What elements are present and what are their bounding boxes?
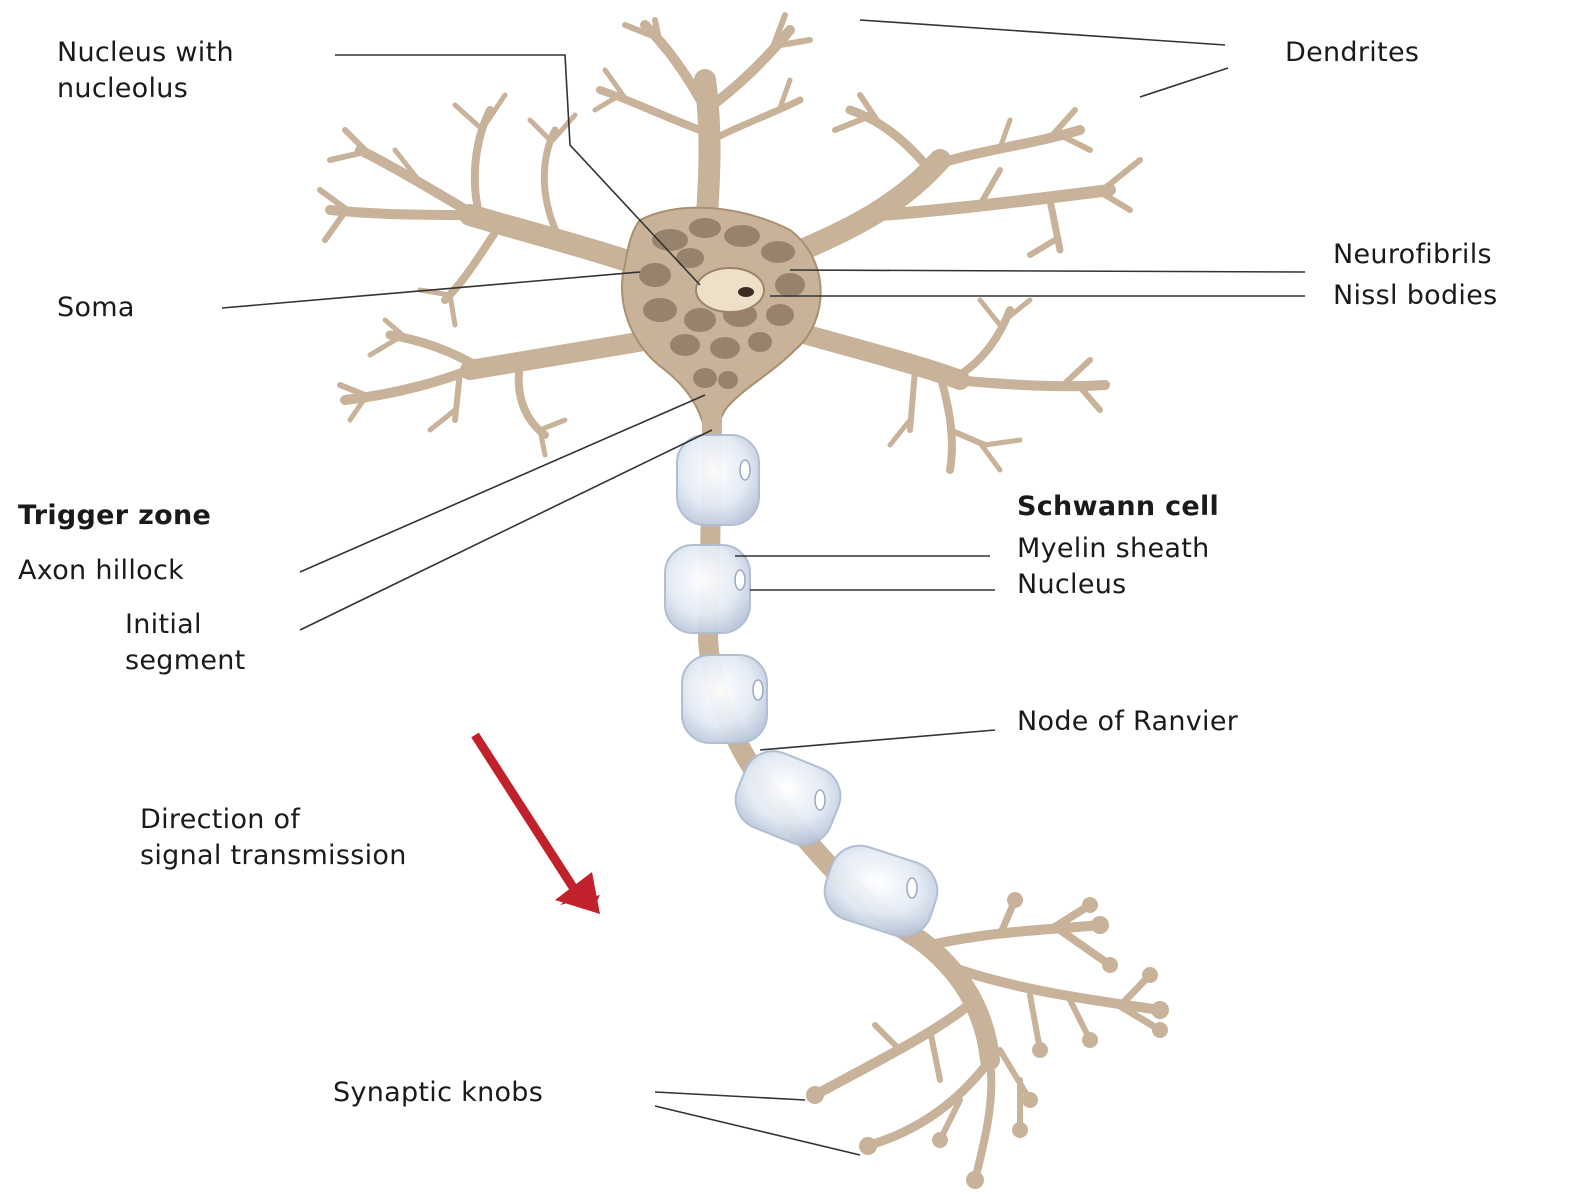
leader-node-of-ranvier xyxy=(760,730,995,750)
label-direction-of-signal: Direction of signal transmission xyxy=(140,802,407,874)
label-nissl-bodies: Nissl bodies xyxy=(1333,278,1498,314)
leader-synaptic-2 xyxy=(655,1106,860,1155)
nucleus-with-nucleolus xyxy=(696,268,764,312)
label-nucleus-line-2: nucleolus xyxy=(57,71,234,107)
label-initial-segment: Initial segment xyxy=(125,607,246,679)
label-myelin-sheath: Myelin sheath xyxy=(1017,531,1210,567)
label-soma: Soma xyxy=(57,290,135,326)
label-nucleus: Nucleus xyxy=(1017,567,1127,603)
label-nucleus-line-1: Nucleus with xyxy=(57,35,234,71)
signal-direction-arrow xyxy=(475,735,600,914)
label-trigger-zone: Trigger zone xyxy=(18,498,211,534)
label-dendrites: Dendrites xyxy=(1285,35,1419,71)
label-axon-hillock: Axon hillock xyxy=(18,553,184,589)
leader-initial-segment xyxy=(300,430,712,630)
label-neurofibrils: Neurofibrils xyxy=(1333,237,1492,273)
label-initial-line-1: Initial xyxy=(125,607,246,643)
label-direction-line-2: signal transmission xyxy=(140,838,407,874)
leader-dendrites-2 xyxy=(1140,68,1228,97)
leader-neurofibrils xyxy=(790,270,1305,272)
leader-axon-hillock xyxy=(300,395,705,572)
myelin-sheath xyxy=(665,435,945,944)
label-nucleus-with-nucleolus: Nucleus with nucleolus xyxy=(57,35,234,107)
label-direction-line-1: Direction of xyxy=(140,802,407,838)
leader-soma xyxy=(222,272,640,308)
leader-synaptic-1 xyxy=(655,1092,805,1100)
label-initial-line-2: segment xyxy=(125,643,246,679)
label-node-of-ranvier: Node of Ranvier xyxy=(1017,704,1238,740)
label-schwann-cell: Schwann cell xyxy=(1017,489,1219,525)
label-synaptic-knobs: Synaptic knobs xyxy=(333,1075,543,1111)
leader-dendrites-1 xyxy=(860,20,1225,45)
